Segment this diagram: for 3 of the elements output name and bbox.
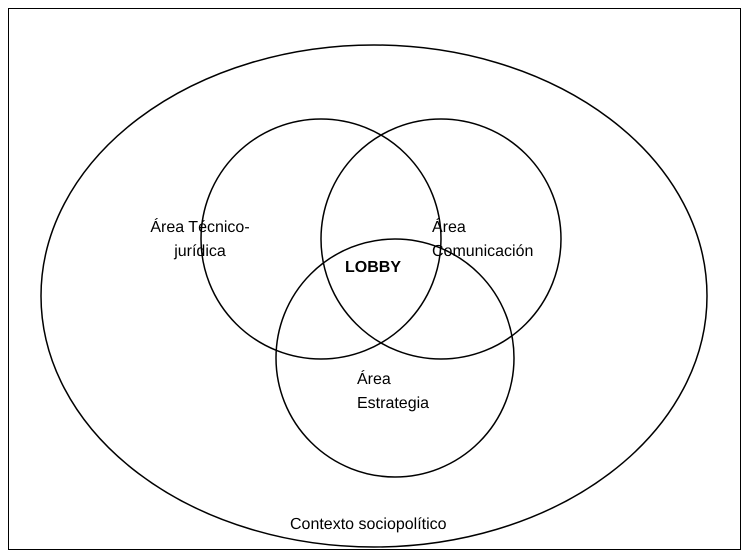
center-label: LOBBY xyxy=(345,258,401,278)
region-label: Contexto sociopolítico xyxy=(290,515,447,535)
region-label: Área Estrategia xyxy=(357,369,430,414)
